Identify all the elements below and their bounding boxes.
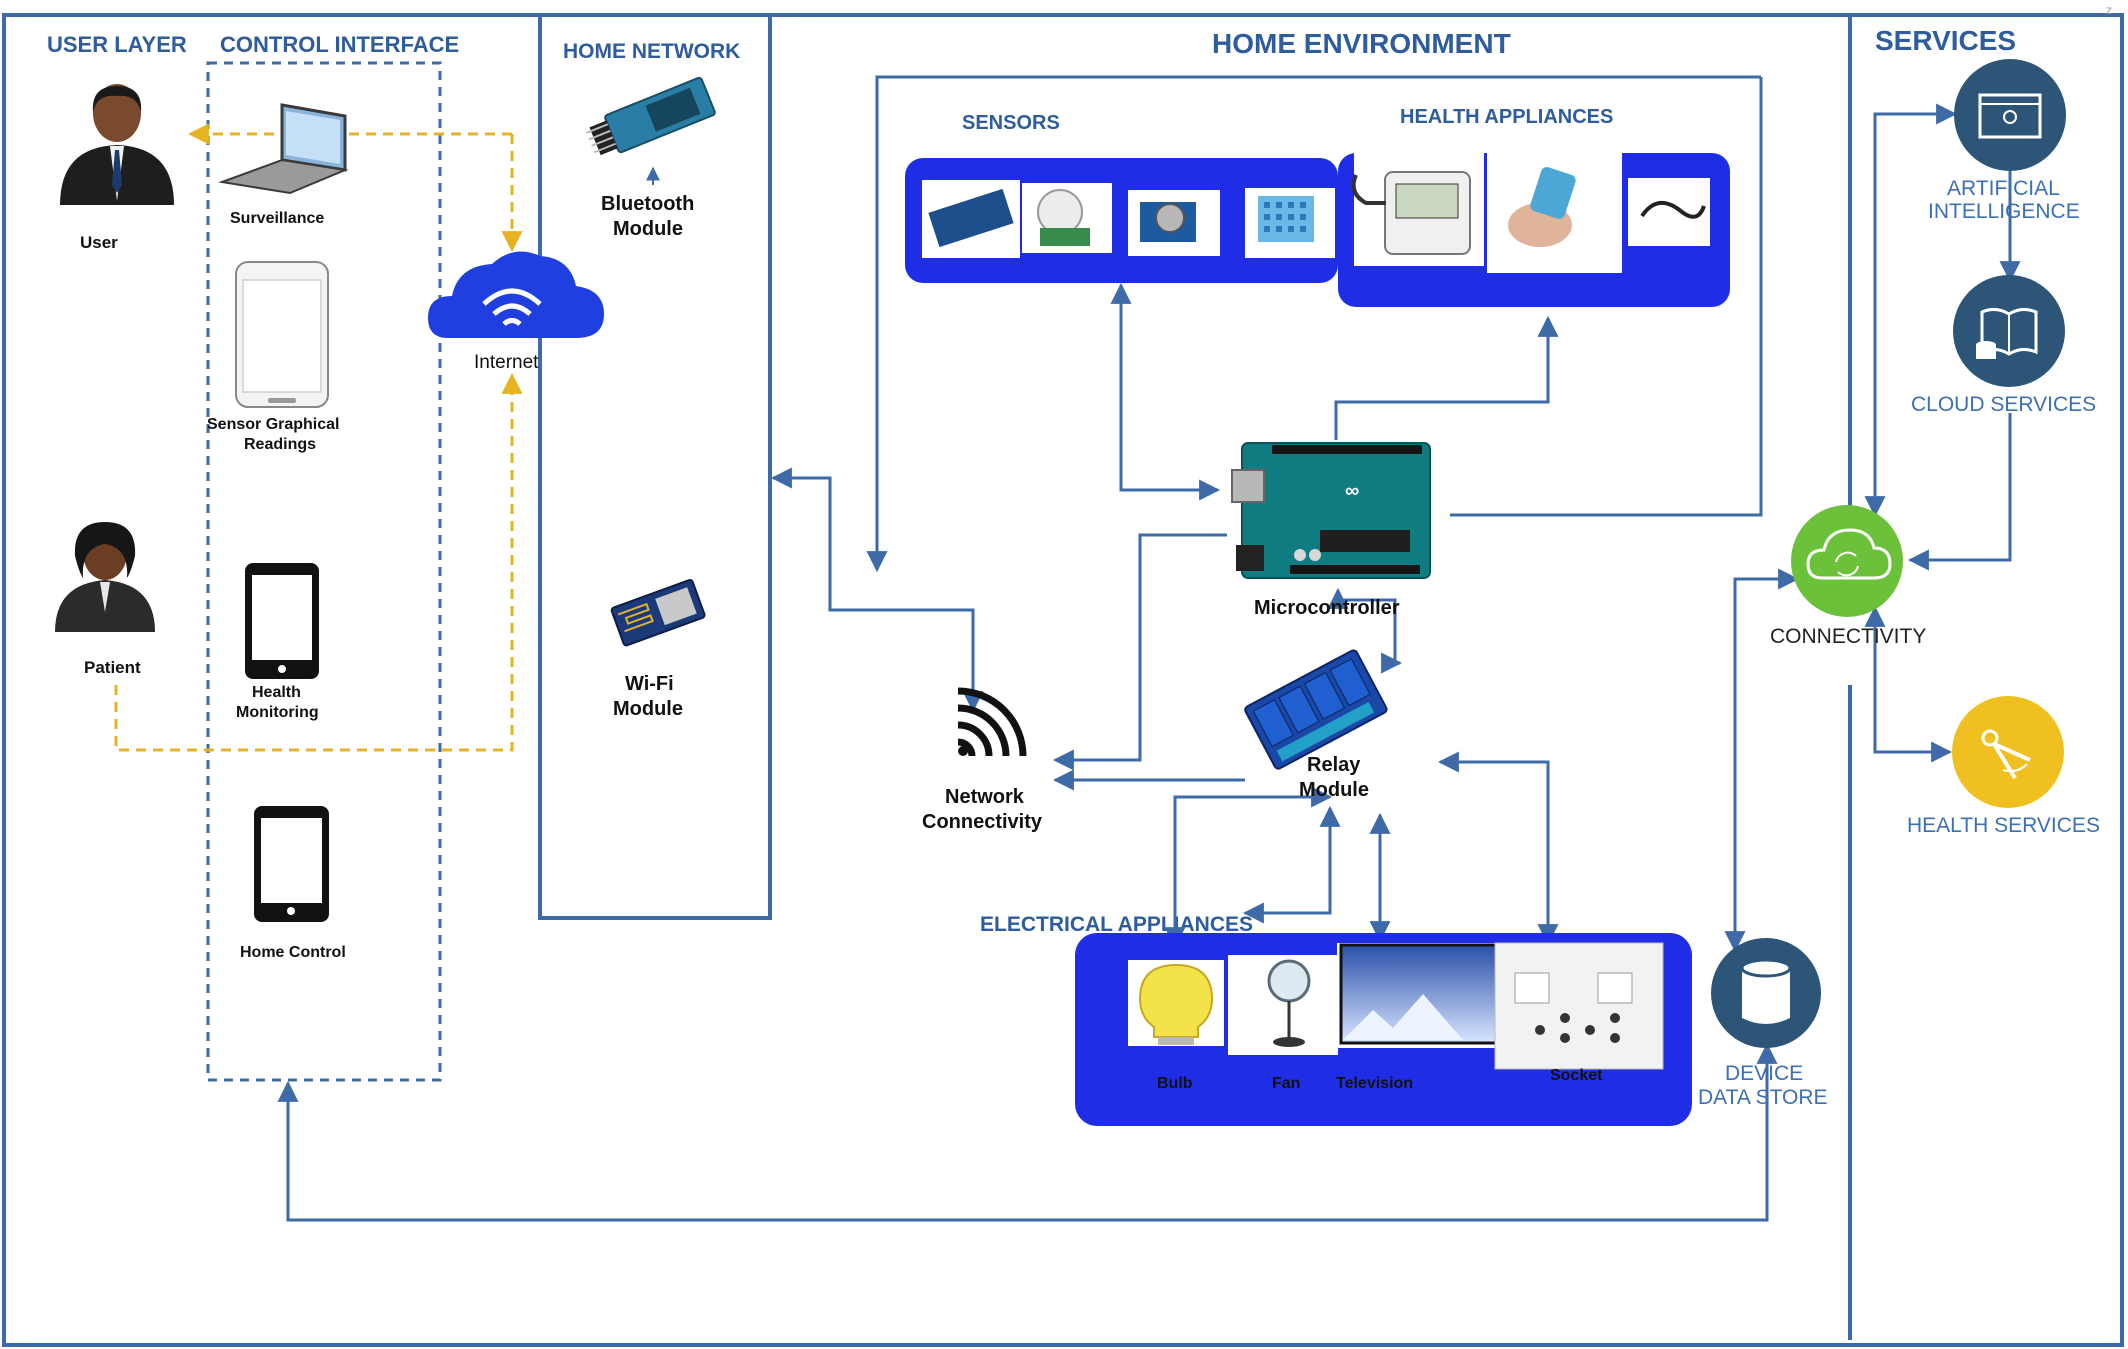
relay-label-2: Module (1299, 779, 1369, 801)
book-icon (1953, 275, 2065, 387)
internet-links (114, 123, 523, 752)
cloud-label: CLOUD SERVICES (1911, 393, 2096, 416)
socket-icon (1494, 942, 1664, 1070)
user-figure: User (60, 84, 174, 252)
wifi-label-1: Wi-Fi (625, 673, 674, 695)
patient-figure: Patient (55, 522, 155, 677)
electrical-appliances-header: ELECTRICAL APPLIANCES (980, 913, 1253, 936)
connectivity-label: CONNECTIVITY (1770, 625, 1926, 648)
arduino-board-icon: ∞ (1231, 442, 1431, 579)
patient-label: Patient (84, 658, 141, 677)
home-network-frame (538, 15, 772, 920)
compass-icon (1952, 696, 2064, 808)
network-label-2: Connectivity (922, 811, 1043, 833)
relay-label-1: Relay (1307, 754, 1361, 776)
sensor-readings-label-1: Sensor Graphical (207, 416, 340, 433)
cloud-sync-icon (1791, 505, 1903, 617)
mcu-health-link (1334, 315, 1559, 440)
internet-label: Internet (474, 352, 539, 373)
sensor-readings-label-2: Readings (244, 436, 316, 453)
outer-frame (2, 13, 2124, 1347)
user-layer-header: USER LAYER (47, 32, 187, 57)
health-appliances-panel (1338, 153, 1730, 307)
headers: USER LAYER CONTROL INTERFACE HOME NETWOR… (47, 25, 2016, 936)
bluetooth-module-icon (585, 76, 716, 156)
laptop-icon (218, 103, 349, 195)
patient-to-internet-link (114, 372, 523, 752)
smartphone-icon (254, 806, 329, 922)
wifi-label-2: Module (613, 698, 683, 720)
smartphone-icon (245, 563, 319, 679)
relay-board-icon (1244, 649, 1388, 770)
relay-bulb-link (1164, 786, 1333, 949)
relay-socket-link (1437, 751, 1559, 946)
control-interface-header: CONTROL INTERFACE (220, 32, 459, 57)
ai-connectivity-link (1864, 103, 1958, 518)
television-label: Television (1336, 1075, 1413, 1092)
tv-icon (1337, 943, 1523, 1048)
ai-label-2: INTELLIGENCE (1928, 200, 2080, 223)
env-top-loop (866, 75, 1761, 573)
sensor-mcu-link (1110, 282, 1221, 501)
wifi-module-icon (610, 579, 706, 647)
datastore-control-link (277, 1042, 1778, 1222)
tablet-icon (235, 261, 329, 408)
cloud-connectivity-link (1907, 413, 2012, 571)
connections (277, 75, 2021, 1222)
homenet-network-link (770, 467, 984, 713)
mcu-relay-link (1327, 587, 1403, 674)
user-label: User (80, 233, 118, 252)
bulb-label: Bulb (1157, 1075, 1193, 1092)
relay-fan-link (1242, 805, 1341, 924)
socket-label: Socket (1550, 1067, 1603, 1084)
fan-label: Fan (1272, 1075, 1300, 1092)
home-network-header: HOME NETWORK (563, 40, 740, 63)
microcontroller-label: Microcontroller (1254, 597, 1400, 619)
device-store-label-1: DEVICE (1725, 1062, 1803, 1085)
env-right-loop (1450, 77, 1763, 517)
person-icon (93, 84, 141, 142)
wireless-signal-icon (957, 687, 1027, 757)
electrical-appliances-panel: Bulb Fan Television Socket (1075, 933, 1692, 1126)
home-control-label: Home Control (240, 944, 346, 961)
services-header: SERVICES (1875, 25, 2016, 56)
bluetooth-label-2: Module (613, 218, 683, 240)
monitor-icon (1954, 59, 2066, 171)
bulb-icon (1128, 960, 1224, 1046)
sensors-panel (905, 158, 1338, 283)
corner-mark: z (2106, 3, 2112, 17)
fan-icon (1228, 955, 1338, 1055)
health-monitoring-label-2: Monitoring (236, 704, 319, 721)
surveillance-label: Surveillance (230, 210, 324, 227)
health-appliances-header: HEALTH APPLIANCES (1400, 106, 1613, 128)
bluetooth-label-1: Bluetooth (601, 193, 694, 215)
connectivity-datastore-link (1724, 568, 1800, 953)
sensors-header: SENSORS (962, 112, 1060, 134)
network-label-1: Network (945, 786, 1025, 808)
svg-text:∞: ∞ (1345, 480, 1359, 502)
health-services-label: HEALTH SERVICES (1907, 814, 2100, 837)
connectivity-health-link (1864, 605, 1953, 763)
health-monitoring-label-1: Health (252, 684, 301, 701)
device-store-label-2: DATA STORE (1698, 1086, 1828, 1109)
database-icon (1711, 938, 1821, 1048)
home-environment-header: HOME ENVIRONMENT (1212, 28, 1511, 59)
cloud-wifi-icon (428, 251, 604, 338)
ai-label-1: ARTIFICIAL (1947, 177, 2060, 200)
mcu-network-link (1052, 533, 1227, 771)
pulse-sensor (1628, 178, 1710, 246)
